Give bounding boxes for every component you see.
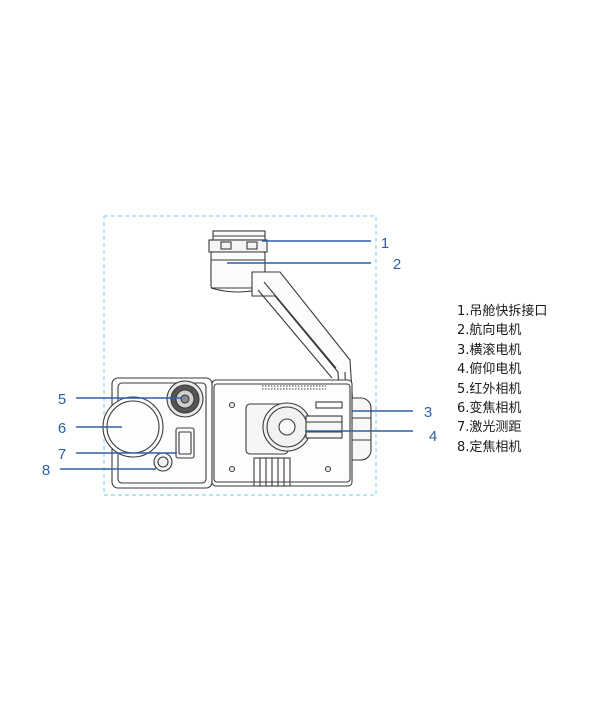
callout-8: 8	[42, 462, 50, 479]
callout-6: 6	[58, 420, 66, 437]
callout-3: 3	[424, 404, 432, 421]
infrared-camera	[166, 380, 204, 418]
quick-release-interface	[208, 230, 268, 253]
legend-item: 5.红外相机	[457, 381, 522, 397]
callout-4: 4	[429, 428, 437, 445]
laser-rangefinder	[175, 427, 195, 459]
dashed-frame	[103, 215, 377, 496]
callout-1: 1	[381, 235, 389, 252]
legend-item: 8.定焦相机	[457, 439, 522, 455]
callout-5: 5	[58, 391, 66, 408]
legend-item: 3.横滚电机	[457, 342, 522, 358]
gimbal-outline	[102, 230, 372, 489]
callout-2: 2	[393, 256, 401, 273]
legend-item: 4.俯仰电机	[457, 362, 522, 378]
leader-lines	[60, 240, 413, 470]
component-legend: 1.吊舱快拆接口 2.航向电机 3.横滚电机 4.俯仰电机 5.红外相机 6.变…	[457, 302, 547, 457]
fixed-focus-camera	[153, 452, 173, 472]
legend-item: 7.激光测距	[457, 420, 522, 436]
legend-item: 6.变焦相机	[457, 401, 522, 417]
pitch-motor	[245, 402, 343, 455]
callout-7: 7	[58, 446, 66, 463]
legend-item: 2.航向电机	[457, 323, 522, 339]
legend-item: 1.吊舱快拆接口	[457, 304, 548, 319]
